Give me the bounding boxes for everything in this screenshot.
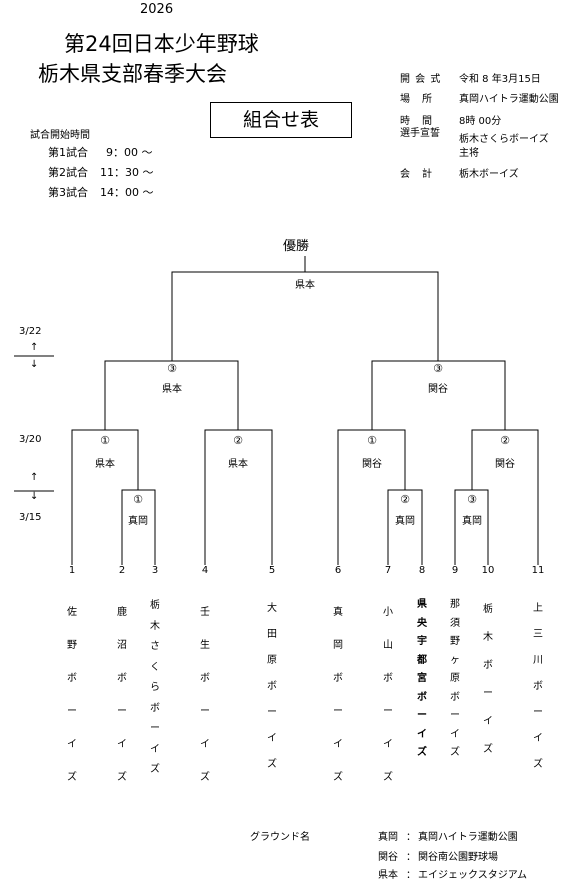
team-name: 壬生ボーイズ bbox=[200, 607, 210, 783]
info-key: 選手宣誓 bbox=[400, 128, 440, 139]
team-number: 5 bbox=[268, 565, 276, 576]
match-venue: 県本 bbox=[228, 459, 248, 470]
ground-name: エイジェックスタジアム bbox=[418, 870, 527, 881]
team-number: 4 bbox=[201, 565, 209, 576]
match-venue: 真岡 bbox=[395, 516, 415, 527]
schedule-game-time: 9：00 〜 bbox=[106, 146, 153, 159]
ground-colon: ： bbox=[406, 832, 416, 843]
info-value: 主将 bbox=[459, 148, 479, 159]
team-name: 上三川ボーイズ bbox=[533, 603, 543, 770]
match-venue: 真岡 bbox=[128, 516, 148, 527]
match-number: ③ bbox=[467, 493, 477, 506]
team-number: 3 bbox=[151, 565, 159, 576]
ground-short: 真岡 bbox=[378, 832, 398, 843]
match-number: ③ bbox=[433, 362, 443, 375]
match-venue: 関谷 bbox=[362, 459, 382, 470]
match-venue: 関谷 bbox=[428, 384, 448, 395]
team-name: 栃木さくらボーイズ bbox=[150, 600, 160, 775]
team-name: 県央宇都宮ボーイズ bbox=[417, 599, 427, 758]
info-value: 令和 8 年3月15日 bbox=[459, 74, 541, 85]
ground-colon: ： bbox=[406, 870, 416, 881]
arrow-down-icon: ↓ bbox=[30, 491, 39, 502]
team-number: 8 bbox=[418, 565, 426, 576]
team-name: 大田原ボーイズ bbox=[267, 603, 277, 770]
match-venue: 県本 bbox=[95, 459, 115, 470]
match-venue: 関谷 bbox=[495, 459, 515, 470]
schedule-game-time: 14：00 〜 bbox=[100, 186, 154, 199]
team-name: 那須野ヶ原ボーイズ bbox=[450, 599, 460, 758]
info-key: 時 間 bbox=[400, 116, 433, 127]
schedule-game-label: 第1試合 bbox=[48, 146, 88, 159]
info-value: 8時 00分 bbox=[459, 116, 502, 127]
match-number: ① bbox=[133, 493, 143, 506]
match-number: ① bbox=[100, 434, 110, 447]
ground-name: 関谷南公園野球場 bbox=[418, 852, 498, 863]
ground-colon: ： bbox=[406, 852, 416, 863]
match-venue: 真岡 bbox=[462, 516, 482, 527]
ground-short: 県本 bbox=[378, 870, 398, 881]
info-value: 真岡ハイトラ運動公園 bbox=[459, 94, 559, 105]
arrow-up-icon: ↑ bbox=[30, 472, 39, 483]
date-label: 3/15 bbox=[19, 512, 42, 523]
team-name: 小山ボーイズ bbox=[383, 607, 393, 783]
info-value: 栃木ボーイズ bbox=[459, 169, 519, 180]
year: 2026 bbox=[140, 2, 174, 17]
match-number: ② bbox=[400, 493, 410, 506]
info-key: 開 会 式 bbox=[400, 74, 442, 85]
team-name: 鹿沼ボーイズ bbox=[117, 607, 127, 783]
ground-name: 真岡ハイトラ運動公園 bbox=[418, 832, 518, 843]
info-key: 会 計 bbox=[400, 169, 433, 180]
team-name: 真岡ボーイズ bbox=[333, 607, 343, 783]
match-number: ③ bbox=[167, 362, 177, 375]
match-venue: 県本 bbox=[162, 384, 182, 395]
tournament-title-line1: 第24回日本少年野球 bbox=[64, 32, 259, 56]
final-venue: 県本 bbox=[295, 280, 315, 291]
match-number: ② bbox=[233, 434, 243, 447]
team-number: 11 bbox=[531, 565, 545, 576]
date-label: 3/22 bbox=[19, 326, 42, 337]
match-number: ① bbox=[367, 434, 377, 447]
team-number: 2 bbox=[118, 565, 126, 576]
team-number: 9 bbox=[451, 565, 459, 576]
champion-label: 優勝 bbox=[283, 239, 310, 254]
team-number: 1 bbox=[68, 565, 76, 576]
schedule-game-label: 第3試合 bbox=[48, 186, 88, 199]
team-number: 10 bbox=[481, 565, 495, 576]
schedule-heading: 試合開始時間 bbox=[30, 130, 90, 141]
team-number: 7 bbox=[384, 565, 392, 576]
team-number: 6 bbox=[334, 565, 342, 576]
sheet-title: 組合せ表 bbox=[210, 102, 352, 138]
info-key: 場 所 bbox=[400, 94, 433, 105]
grounds-heading: グラウンド名 bbox=[250, 832, 310, 843]
schedule-game-time: 11：30 〜 bbox=[100, 166, 154, 179]
arrow-up-icon: ↑ bbox=[30, 342, 39, 353]
schedule-game-label: 第2試合 bbox=[48, 166, 88, 179]
team-name: 佐野ボーイズ bbox=[67, 607, 77, 783]
match-number: ② bbox=[500, 434, 510, 447]
tournament-title-line2: 栃木県支部春季大会 bbox=[38, 62, 227, 86]
team-name: 栃木ボーイズ bbox=[483, 604, 493, 755]
ground-short: 関谷 bbox=[378, 852, 398, 863]
date-label: 3/20 bbox=[19, 434, 42, 445]
info-value: 栃木さくらボーイズ bbox=[459, 134, 549, 145]
arrow-down-icon: ↓ bbox=[30, 359, 39, 370]
